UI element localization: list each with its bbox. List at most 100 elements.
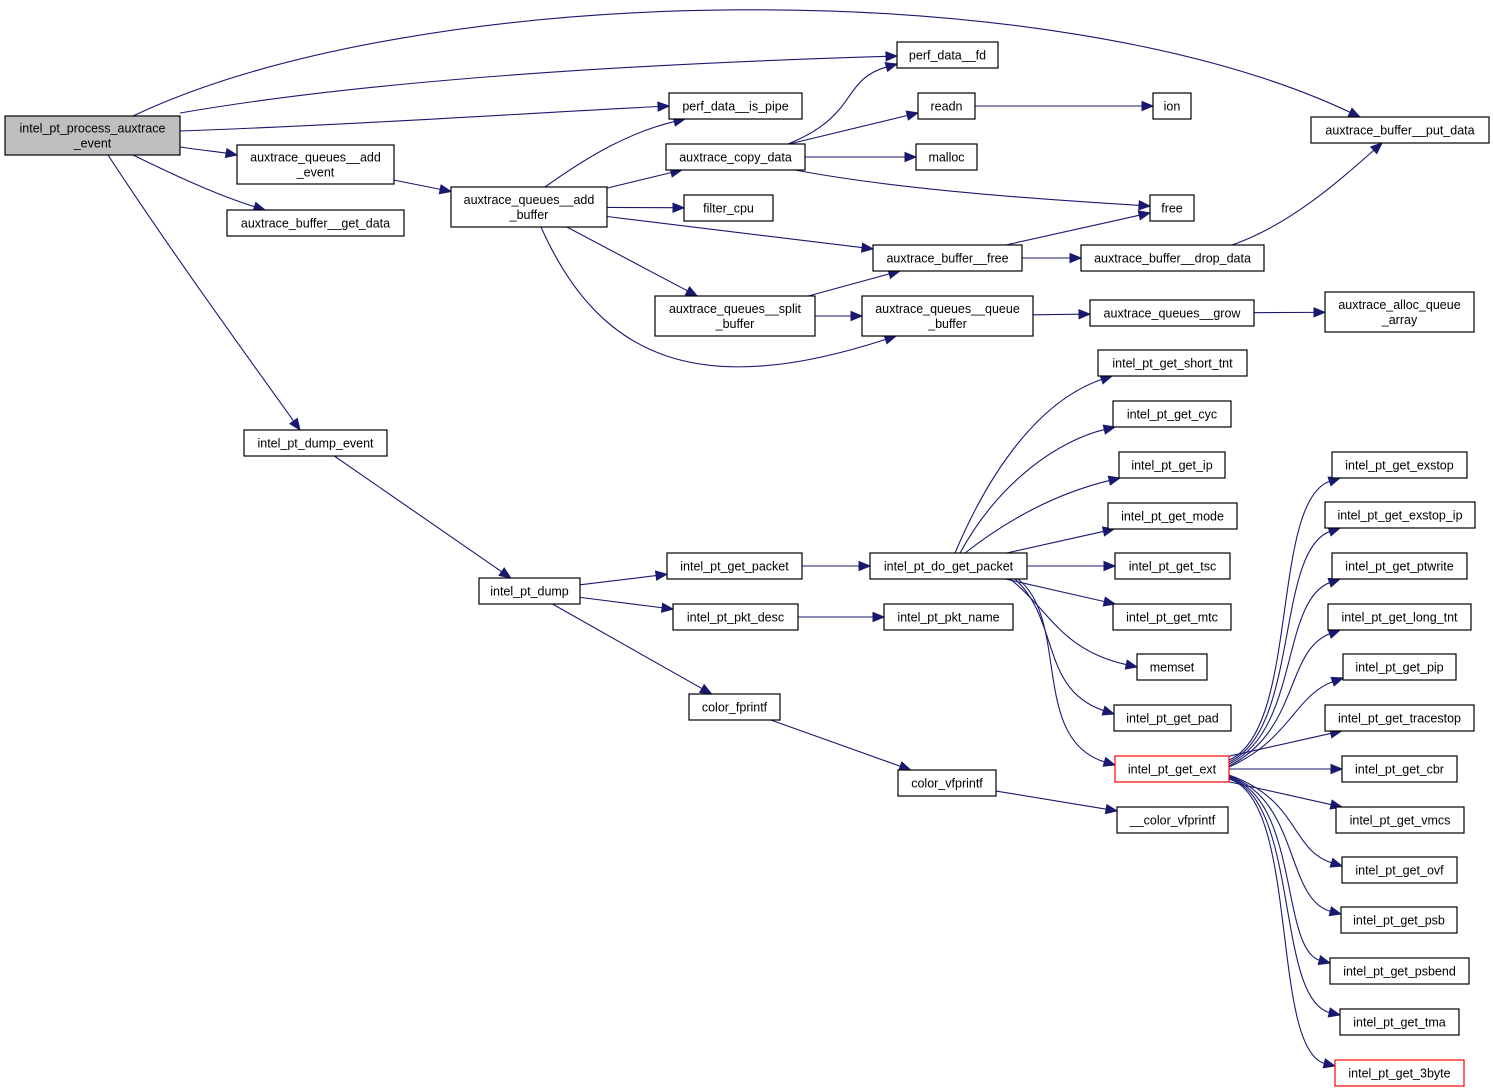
node-label: intel_pt_get_ip	[1131, 459, 1212, 473]
node-intel-pt-get-cbr[interactable]: intel_pt_get_cbr	[1341, 755, 1458, 783]
node-intel-pt-dump[interactable]: intel_pt_dump	[478, 577, 581, 605]
node-intel-pt-get-exstop-ip[interactable]: intel_pt_get_exstop_ip	[1324, 501, 1476, 529]
node-auxtrace-buffer-free[interactable]: auxtrace_buffer__free	[872, 244, 1023, 272]
edge-auxtrace-copy-data-to-free-arrowhead	[1138, 200, 1152, 211]
node-intel-pt-get-long-tnt[interactable]: intel_pt_get_long_tnt	[1327, 603, 1472, 631]
node-box	[1324, 704, 1475, 732]
edge-intel-pt-pkt-desc-to-intel-pt-pkt-name-arrowhead	[872, 611, 886, 623]
edge-auxtrace-queues-split-buffer-to-auxtrace-queues-queue-buffer-arrowhead	[850, 310, 864, 322]
node-intel-pt-get-3byte[interactable]: intel_pt_get_3byte	[1334, 1059, 1465, 1087]
node-auxtrace-buffer-get-data[interactable]: auxtrace_buffer__get_data	[226, 209, 405, 237]
node-intel-pt-get-cyc[interactable]: intel_pt_get_cyc	[1112, 400, 1232, 428]
node-intel-pt-get-exstop[interactable]: intel_pt_get_exstop	[1331, 451, 1468, 479]
node-root[interactable]: intel_pt_process_auxtrace_event	[4, 115, 181, 156]
node-auxtrace-queues-split-buffer[interactable]: auxtrace_queues__split_buffer	[654, 295, 816, 337]
node-label: intel_pt_get_tma	[1353, 1016, 1445, 1030]
node-intel-pt-get-pad[interactable]: intel_pt_get_pad	[1113, 704, 1232, 732]
edge-intel-pt-get-ext-to-intel-pt-get-pip	[1228, 680, 1334, 768]
edge-root-to-auxtrace-queues-add-event	[179, 146, 228, 154]
node-intel-pt-get-psb[interactable]: intel_pt_get_psb	[1340, 906, 1458, 934]
node-box	[1342, 653, 1457, 681]
node-malloc[interactable]: malloc	[915, 143, 978, 171]
edge-intel-pt-get-ext-to-intel-pt-get-long-tnt	[1228, 632, 1331, 767]
node-ion[interactable]: ion	[1152, 92, 1192, 120]
edge-root-to-auxtrace-buffer-put-data	[132, 9, 1352, 117]
edge-auxtrace-buffer-drop-data-to-auxtrace-buffer-put-data-arrowhead	[1369, 142, 1383, 155]
edge-intel-pt-get-ext-to-intel-pt-get-cbr-arrowhead	[1330, 763, 1344, 775]
node-auxtrace-alloc-queue-array[interactable]: auxtrace_alloc_queue_array	[1324, 291, 1475, 333]
edge-intel-pt-dump-to-color-fprintf-arrowhead	[698, 683, 713, 695]
node-intel-pt-get-tracestop[interactable]: intel_pt_get_tracestop	[1324, 704, 1475, 732]
node-perf-data-is-pipe[interactable]: perf_data__is_pipe	[668, 92, 803, 120]
node-label: intel_pt_pkt_desc	[687, 611, 784, 625]
edge-auxtrace-queues-queue-buffer-to-auxtrace-queues-grow-arrowhead	[1078, 309, 1092, 320]
edge-readn-to-ion-arrowhead	[1141, 100, 1155, 112]
node-intel-pt-get-tma[interactable]: intel_pt_get_tma	[1339, 1008, 1460, 1036]
node-intel-pt-get-tsc[interactable]: intel_pt_get_tsc	[1114, 552, 1231, 580]
edge-color-fprintf-to-color-vfprintf-arrowhead	[898, 761, 912, 772]
node-intel-pt-pkt-name[interactable]: intel_pt_pkt_name	[883, 603, 1014, 631]
node-auxtrace-copy-data[interactable]: auxtrace_copy_data	[665, 143, 806, 171]
edge-color-fprintf-to-color-vfprintf	[770, 719, 902, 768]
node-intel-pt-get-short-tnt[interactable]: intel_pt_get_short_tnt	[1097, 349, 1248, 377]
node-intel-pt-do-get-packet[interactable]: intel_pt_do_get_packet	[869, 552, 1028, 580]
node-intel-pt-get-packet[interactable]: intel_pt_get_packet	[666, 552, 803, 580]
node-auxtrace-queues-add-event[interactable]: auxtrace_queues__add_event	[236, 144, 395, 185]
node-intel-pt-get-ptwrite[interactable]: intel_pt_get_ptwrite	[1331, 552, 1468, 580]
node-label: intel_pt_get_cbr	[1355, 763, 1444, 777]
node-intel-pt-get-mtc[interactable]: intel_pt_get_mtc	[1112, 603, 1232, 631]
node-label: _buffer	[927, 317, 967, 331]
node-box	[872, 244, 1023, 272]
node-label: auxtrace_alloc_queue	[1338, 298, 1460, 312]
node-color-vfprintf[interactable]: color_vfprintf	[897, 769, 997, 797]
node-color-vfprintf[interactable]: __color_vfprintf	[1116, 806, 1229, 834]
node-intel-pt-get-psbend[interactable]: intel_pt_get_psbend	[1329, 957, 1470, 985]
node-label: color_fprintf	[702, 701, 768, 715]
node-label: intel_pt_get_packet	[680, 560, 789, 574]
node-perf-data-fd[interactable]: perf_data__fd	[896, 41, 999, 69]
node-intel-pt-get-ext[interactable]: intel_pt_get_ext	[1114, 755, 1230, 783]
node-intel-pt-pkt-desc[interactable]: intel_pt_pkt_desc	[672, 603, 799, 631]
edge-root-to-perf-data-is-pipe	[179, 105, 660, 132]
node-label: auxtrace_copy_data	[679, 151, 792, 165]
edge-intel-pt-do-get-packet-to-intel-pt-get-ip	[964, 479, 1111, 554]
node-label: intel_pt_get_mtc	[1126, 611, 1218, 625]
edge-root-to-auxtrace-queues-add-event-arrowhead	[224, 147, 239, 159]
node-memset[interactable]: memset	[1136, 653, 1208, 681]
node-label: auxtrace_buffer__get_data	[241, 217, 390, 231]
node-intel-pt-dump-event[interactable]: intel_pt_dump_event	[243, 429, 388, 457]
node-free[interactable]: free	[1149, 194, 1195, 222]
node-auxtrace-queues-grow[interactable]: auxtrace_queues__grow	[1089, 299, 1255, 327]
node-color-fprintf[interactable]: color_fprintf	[688, 693, 781, 721]
edge-root-to-auxtrace-buffer-put-data-arrowhead	[1347, 107, 1362, 118]
edge-intel-pt-do-get-packet-to-intel-pt-get-cyc-arrowhead	[1102, 424, 1117, 435]
node-box	[1335, 806, 1465, 834]
edge-intel-pt-dump-event-to-intel-pt-dump	[333, 455, 503, 573]
node-box	[1116, 806, 1229, 834]
edge-intel-pt-do-get-packet-to-intel-pt-get-mode	[1006, 530, 1105, 554]
node-intel-pt-get-pip[interactable]: intel_pt_get_pip	[1342, 653, 1457, 681]
node-auxtrace-queues-add-buffer[interactable]: auxtrace_queues__add_buffer	[450, 186, 608, 228]
node-filter-cpu[interactable]: filter_cpu	[683, 194, 774, 222]
edge-intel-pt-get-ext-to-intel-pt-get-ovf-arrowhead	[1329, 857, 1344, 868]
edge-intel-pt-do-get-packet-to-intel-pt-get-pad-arrowhead	[1101, 705, 1116, 716]
edge-auxtrace-queues-add-event-to-auxtrace-queues-add-buffer-arrowhead	[438, 184, 453, 195]
node-box	[915, 143, 978, 171]
edge-auxtrace-buffer-free-to-free-arrowhead	[1137, 210, 1152, 221]
edge-intel-pt-get-ext-to-intel-pt-get-psb-arrowhead	[1328, 906, 1343, 917]
node-intel-pt-get-vmcs[interactable]: intel_pt_get_vmcs	[1335, 806, 1465, 834]
node-auxtrace-queues-queue-buffer[interactable]: auxtrace_queues__queue_buffer	[861, 295, 1034, 337]
node-intel-pt-get-ovf[interactable]: intel_pt_get_ovf	[1341, 856, 1458, 884]
node-readn[interactable]: readn	[917, 92, 976, 120]
node-box	[1113, 704, 1232, 732]
edge-auxtrace-copy-data-to-readn	[789, 114, 909, 145]
node-auxtrace-buffer-drop-data[interactable]: auxtrace_buffer__drop_data	[1080, 244, 1265, 272]
node-intel-pt-get-ip[interactable]: intel_pt_get_ip	[1118, 451, 1226, 479]
node-intel-pt-get-mode[interactable]: intel_pt_get_mode	[1107, 502, 1238, 530]
node-box	[1112, 603, 1232, 631]
node-auxtrace-buffer-put-data[interactable]: auxtrace_buffer__put_data	[1310, 116, 1490, 144]
node-label: auxtrace_queues__add	[250, 151, 381, 165]
node-box	[1118, 451, 1226, 479]
node-label: intel_pt_get_ptwrite	[1345, 560, 1453, 574]
